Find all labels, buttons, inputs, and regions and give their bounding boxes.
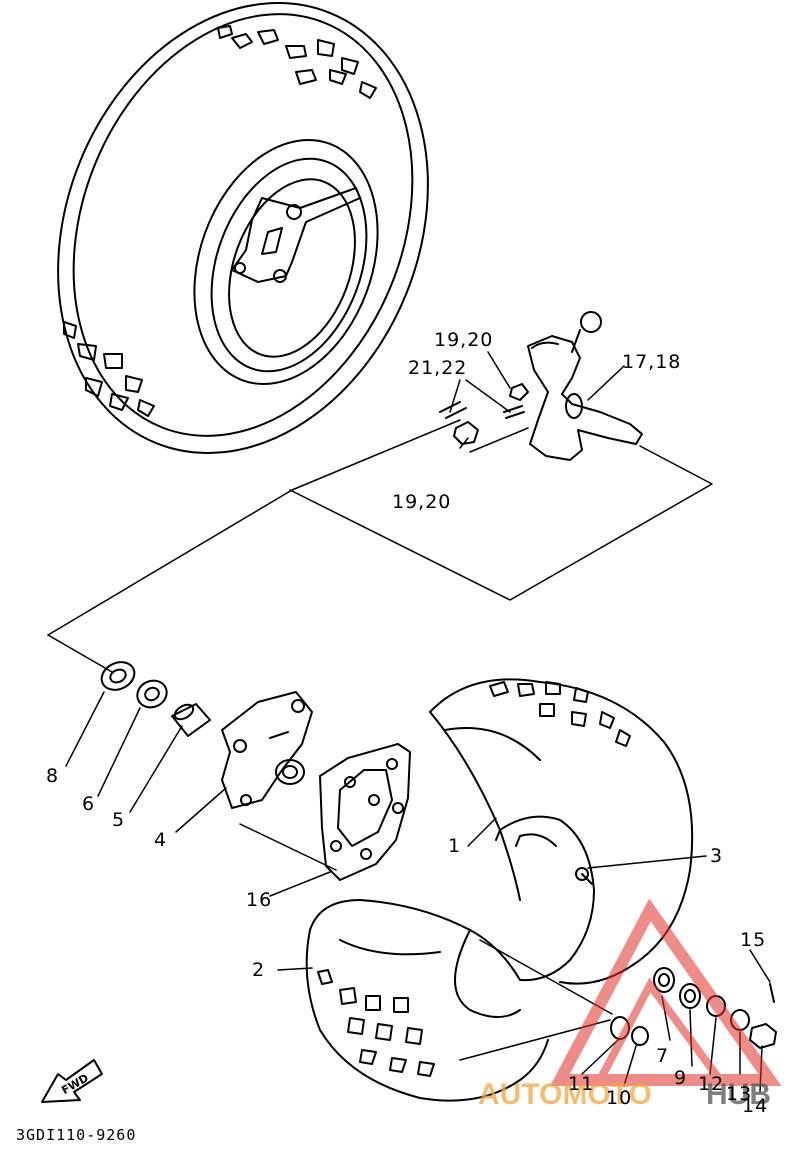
callout-17-18: 17,18 bbox=[622, 351, 681, 373]
callout-16: 16 bbox=[246, 889, 272, 911]
callout-11: 11 bbox=[568, 1073, 594, 1095]
callout-7: 7 bbox=[656, 1045, 669, 1067]
automotohub-watermark bbox=[550, 898, 782, 1086]
callout-10: 10 bbox=[606, 1087, 632, 1109]
watermark-triangle-icon bbox=[550, 898, 782, 1086]
oil-seal-8 bbox=[100, 661, 136, 691]
callout-14: 14 bbox=[742, 1095, 768, 1117]
callout-12: 12 bbox=[698, 1073, 724, 1095]
castle-nut-lower bbox=[453, 421, 479, 445]
bearing-6 bbox=[136, 679, 168, 709]
assembly-boundary-line bbox=[47, 419, 713, 636]
washer-7 bbox=[653, 967, 675, 993]
assembled-wheel-illustration bbox=[57, 2, 429, 454]
fwd-arrow-icon bbox=[41, 1059, 103, 1103]
cotter-pin-right bbox=[503, 405, 525, 419]
hub-parts bbox=[100, 661, 411, 881]
wheel-hub-4 bbox=[221, 691, 313, 809]
spacer-5 bbox=[171, 703, 211, 737]
callout-2: 2 bbox=[252, 959, 265, 981]
tire-outer-half bbox=[429, 678, 694, 985]
callout-19-20-top: 19,20 bbox=[434, 329, 493, 351]
callout-9: 9 bbox=[674, 1067, 687, 1089]
callout-1: 1 bbox=[448, 835, 461, 857]
split-rim-halves bbox=[305, 678, 694, 1102]
nut-14 bbox=[749, 1023, 777, 1049]
watermark-text-right: HUB bbox=[706, 1078, 771, 1111]
callout-21-22: 21,22 bbox=[408, 357, 467, 379]
callout-3: 3 bbox=[710, 845, 723, 867]
washer-9 bbox=[679, 983, 701, 1009]
callout-4: 4 bbox=[154, 829, 167, 851]
nut-10 bbox=[631, 1026, 649, 1046]
callout-6: 6 bbox=[82, 793, 95, 815]
callout-13: 13 bbox=[726, 1083, 752, 1105]
callout-5: 5 bbox=[112, 809, 125, 831]
cotter-pin-15 bbox=[769, 983, 775, 1003]
callout-19-20-bottom: 19,20 bbox=[392, 491, 451, 513]
drawing-code: 3GDI110-9260 bbox=[16, 1126, 136, 1144]
callout-15: 15 bbox=[740, 929, 766, 951]
leader-lines bbox=[65, 351, 771, 1093]
gasket-16 bbox=[319, 743, 411, 881]
castle-nut-upper bbox=[509, 383, 529, 401]
steering-knuckle-assembly bbox=[439, 311, 643, 461]
watermark-text-left: AUTOMOTO bbox=[478, 1078, 652, 1111]
cotter-pin-left bbox=[439, 401, 467, 419]
callout-8: 8 bbox=[46, 765, 59, 787]
